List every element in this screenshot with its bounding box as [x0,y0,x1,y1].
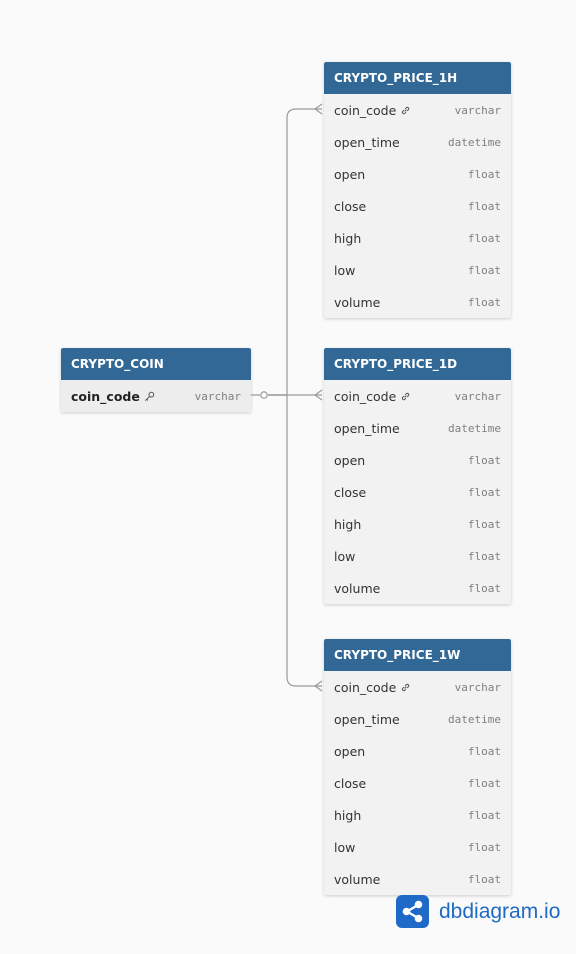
field-type: datetime [448,712,501,726]
field-type: datetime [448,421,501,435]
field-name: close [334,198,367,214]
field-type: float [467,744,501,758]
field-type: varchar [454,103,501,117]
field-name: open [334,166,366,182]
field-type: float [467,808,501,822]
relation-line-1w [268,394,322,687]
field-row[interactable]: volume float [324,286,511,318]
field-row[interactable]: open float [324,444,511,476]
table-header[interactable]: CRYPTO_COIN [61,348,251,380]
field-row[interactable]: coin_code varchar [324,671,511,703]
crows-foot-1h [313,103,323,115]
field-name-text: coin_code [334,679,397,695]
field-row[interactable]: close float [324,767,511,799]
field-name-text: coin_code [334,102,397,118]
field-type: float [467,517,501,531]
crows-foot-1d [313,389,323,401]
field-type: datetime [448,135,501,149]
field-type: float [467,199,501,213]
field-name-fk: coin_code [334,103,411,118]
field-row[interactable]: open float [324,735,511,767]
field-type: float [467,581,501,595]
dbdiagram-logo[interactable]: dbdiagram.io [396,895,560,928]
field-type: varchar [454,680,501,694]
table-header[interactable]: CRYPTO_PRICE_1H [324,62,511,94]
field-row[interactable]: open_time datetime [324,412,511,444]
field-row[interactable]: low float [324,540,511,572]
field-type: float [467,776,501,790]
field-name: volume [334,580,381,596]
link-icon [402,106,410,114]
field-row[interactable]: coin_code varchar [61,380,251,412]
field-type: float [467,840,501,854]
field-name: low [334,262,356,278]
field-name: low [334,839,356,855]
field-type: float [467,485,501,499]
field-row[interactable]: high float [324,799,511,831]
field-name: open_time [334,420,400,436]
field-type: float [467,231,501,245]
field-row[interactable]: high float [324,222,511,254]
key-icon [144,391,155,401]
field-type: float [467,549,501,563]
field-row[interactable]: coin_code varchar [324,94,511,126]
table-crypto-coin[interactable]: CRYPTO_COIN coin_code varchar [61,348,251,412]
field-row[interactable]: low float [324,831,511,863]
field-row[interactable]: close float [324,190,511,222]
field-type: varchar [454,389,501,403]
crows-foot-1w [313,680,323,692]
field-name-fk: coin_code [334,389,411,404]
zero-or-one-marker [260,391,268,399]
field-name-text: coin_code [334,388,397,404]
field-row[interactable]: volume float [324,863,511,895]
table-crypto-price-1w[interactable]: CRYPTO_PRICE_1W coin_code varchar open_t… [324,639,511,895]
field-name: volume [334,871,381,887]
field-row[interactable]: close float [324,476,511,508]
field-name-fk: coin_code [334,680,411,695]
field-type: float [467,263,501,277]
field-row[interactable]: low float [324,254,511,286]
field-type: varchar [194,389,241,403]
field-name-text: coin_code [71,388,140,404]
field-type: float [467,872,501,886]
field-name: high [334,516,362,532]
field-type: float [467,453,501,467]
field-row[interactable]: open float [324,158,511,190]
brand-label: dbdiagram.io [439,899,561,923]
field-name: open [334,743,366,759]
field-name: open_time [334,711,400,727]
field-row[interactable]: coin_code varchar [324,380,511,412]
field-type: float [467,167,501,181]
table-header[interactable]: CRYPTO_PRICE_1W [324,639,511,671]
field-name: low [334,548,356,564]
field-name: close [334,484,367,500]
relation-line-1h [268,108,322,396]
field-type: float [467,295,501,309]
table-crypto-price-1h[interactable]: CRYPTO_PRICE_1H coin_code varchar open_t… [324,62,511,318]
field-name: high [334,807,362,823]
link-icon [402,683,410,691]
field-name: high [334,230,362,246]
share-nodes-icon [396,895,429,928]
field-name: close [334,775,367,791]
field-name: open_time [334,134,400,150]
table-crypto-price-1d[interactable]: CRYPTO_PRICE_1D coin_code varchar open_t… [324,348,511,604]
field-row[interactable]: volume float [324,572,511,604]
field-name: open [334,452,366,468]
field-row[interactable]: high float [324,508,511,540]
field-name-pk: coin_code [71,389,155,404]
link-icon [402,392,410,400]
field-name: volume [334,294,381,310]
table-header[interactable]: CRYPTO_PRICE_1D [324,348,511,380]
field-row[interactable]: open_time datetime [324,703,511,735]
field-row[interactable]: open_time datetime [324,126,511,158]
